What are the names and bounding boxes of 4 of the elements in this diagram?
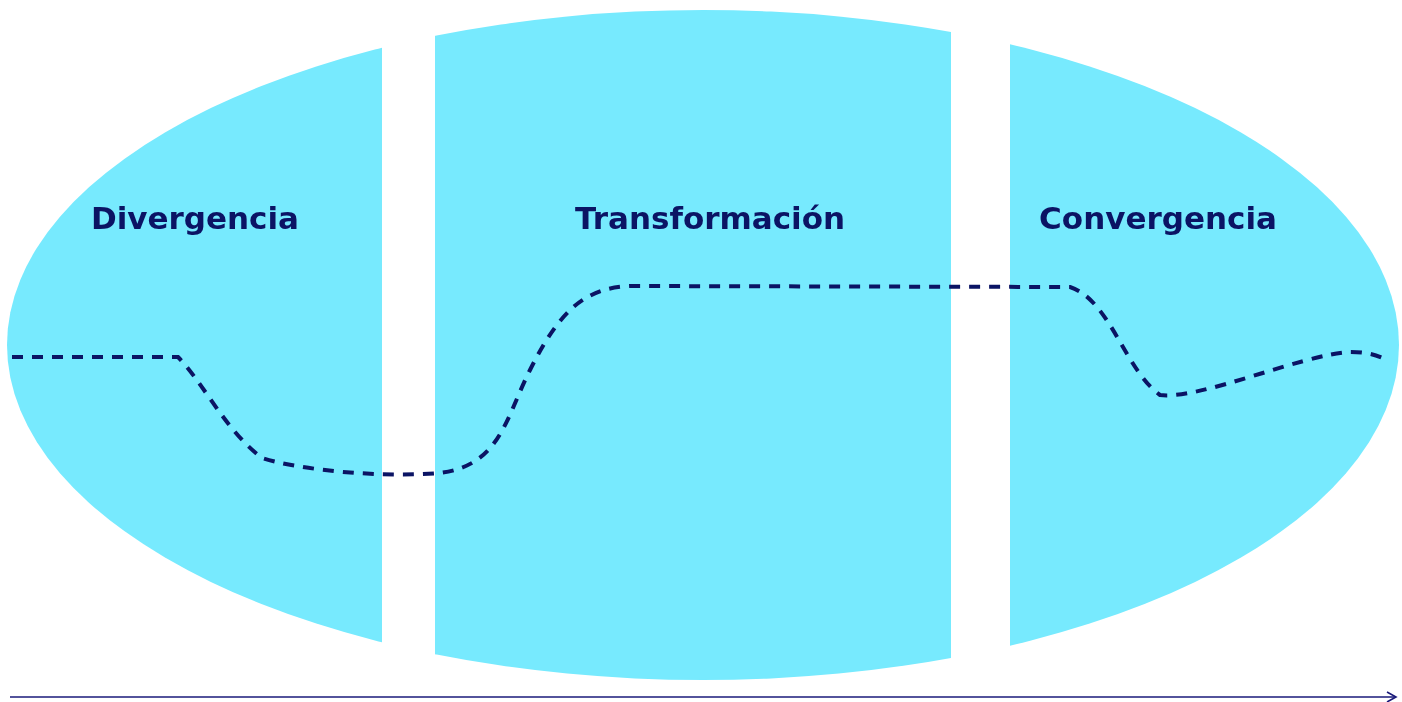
phase-segment xyxy=(435,10,951,680)
segment-title: Divergencia xyxy=(90,200,300,236)
segment-title: Convergencia xyxy=(1039,200,1277,236)
segment-title: Transformación xyxy=(574,200,846,236)
